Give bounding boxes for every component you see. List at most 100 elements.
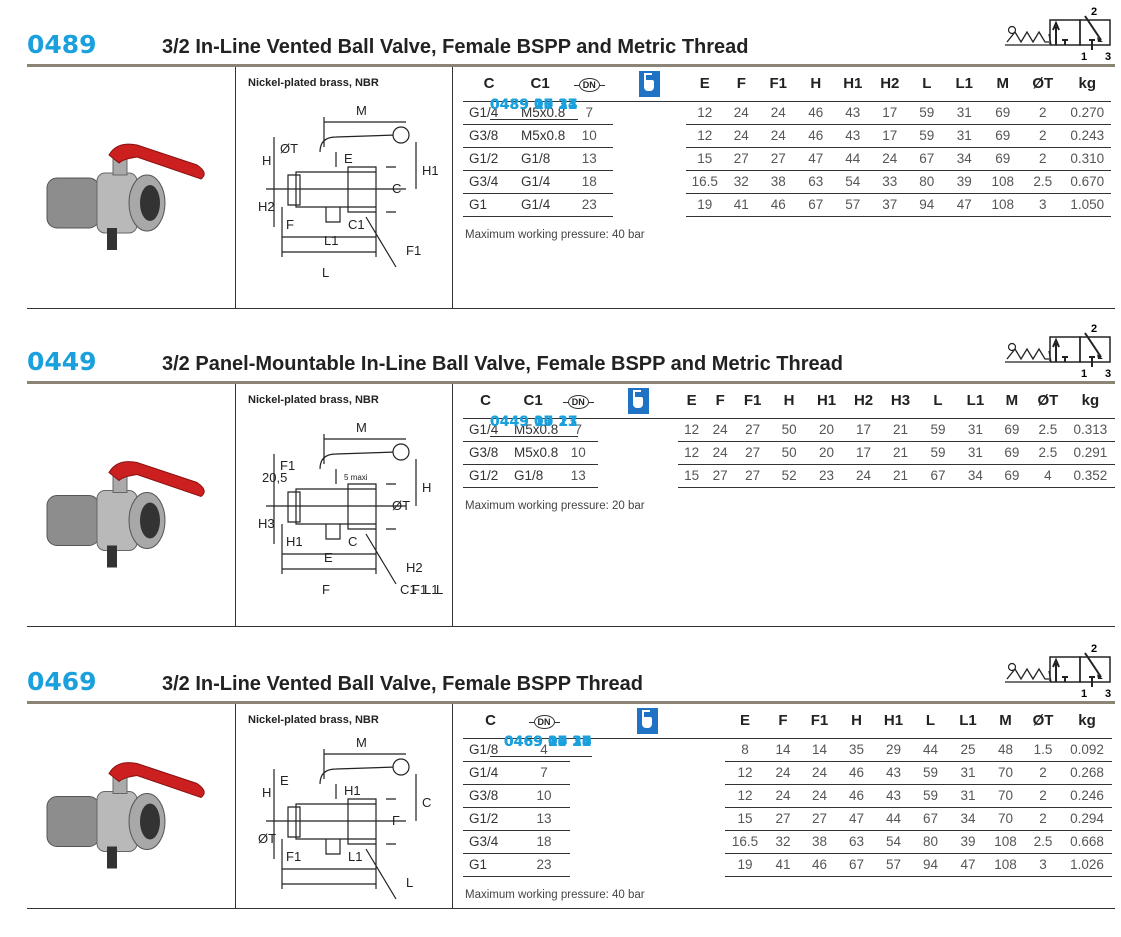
dimension-label: ØT — [280, 141, 298, 156]
column-header: F1 — [735, 384, 771, 419]
cell: 80 — [912, 830, 949, 854]
port-label: 1 — [1081, 368, 1087, 380]
cell: 7 — [558, 418, 599, 442]
cell: 12 — [678, 441, 706, 465]
cell: 13 — [558, 464, 599, 488]
cell: 10 — [518, 784, 570, 808]
cell: 44 — [834, 147, 872, 171]
cell: G1/8 — [463, 738, 518, 762]
cell: 31 — [945, 124, 984, 148]
dimension-label: H1 — [422, 163, 439, 178]
cell: 38 — [759, 170, 798, 194]
cell: 2.5 — [1029, 418, 1066, 442]
cell: 14 — [765, 738, 801, 762]
cell: 27 — [801, 807, 838, 831]
product-title: 3/2 In-Line Vented Ball Valve, Female BS… — [162, 673, 643, 695]
cell: 69 — [983, 124, 1023, 148]
cell: 16.5 — [686, 170, 724, 194]
cell: 1.5 — [1024, 738, 1062, 762]
cell: 21 — [882, 441, 919, 465]
cell: 47 — [949, 853, 987, 877]
column-header: H1 — [875, 704, 912, 739]
cell: 27 — [765, 807, 801, 831]
cell: 108 — [987, 830, 1024, 854]
column-header: C — [463, 384, 508, 419]
column-label: M — [999, 712, 1012, 730]
cell: 44 — [875, 807, 912, 831]
dimension-label: F1 — [406, 243, 421, 258]
dimension-label: C — [392, 181, 401, 196]
column-header: H — [838, 704, 875, 739]
cell: 47 — [945, 193, 984, 217]
cell: G1/4 — [463, 418, 508, 442]
column-header: L1 — [945, 67, 984, 102]
order-code[interactable]: 0469 23 34 — [490, 734, 592, 757]
cell: 2 — [1024, 761, 1062, 785]
dimension-label: E — [324, 550, 333, 565]
column-header: H1 — [834, 67, 872, 102]
cell: G1/4 — [463, 101, 515, 125]
product-section-0469: 0469 3/2 In-Line Vented Ball Valve, Femal… — [0, 637, 1121, 909]
cell: 46 — [838, 761, 875, 785]
cell: 4 — [518, 738, 570, 762]
cell: 37 — [871, 193, 909, 217]
product-code: 0449 — [27, 347, 97, 376]
cell: 47 — [838, 807, 875, 831]
cell: 25 — [949, 738, 987, 762]
cell: 63 — [797, 170, 835, 194]
product-code: 0469 — [27, 667, 97, 696]
cell: G1/4 — [515, 193, 566, 217]
column-label: L1 — [955, 75, 974, 93]
cell: G1/2 — [463, 464, 508, 488]
cell: 59 — [908, 124, 946, 148]
dimension-label: M — [356, 735, 367, 750]
cell: 43 — [834, 101, 872, 125]
cell: 59 — [912, 784, 949, 808]
port-label: 3 — [1105, 368, 1111, 380]
cell: 31 — [949, 761, 987, 785]
cell: 3 — [1024, 853, 1062, 877]
cell: 57 — [834, 193, 872, 217]
cell: M5x0.8 — [515, 101, 566, 125]
cell: 38 — [801, 830, 838, 854]
cell: 0.243 — [1063, 124, 1112, 148]
cell: 16.5 — [725, 830, 765, 854]
cell: 108 — [983, 170, 1023, 194]
cell: 70 — [987, 807, 1024, 831]
cell: 0.352 — [1065, 464, 1115, 488]
cell: 14 — [801, 738, 838, 762]
material-label: Nickel-plated brass, NBR — [248, 394, 379, 406]
column-label: C — [485, 712, 496, 730]
cell: G1/2 — [463, 147, 515, 171]
cell: 24 — [723, 101, 760, 125]
cell: 94 — [908, 193, 946, 217]
cell: 1.050 — [1063, 193, 1112, 217]
valve-image — [46, 461, 205, 568]
cell: 0.268 — [1062, 761, 1112, 785]
cell: 67 — [797, 193, 835, 217]
cell: 10 — [565, 124, 614, 148]
order-code[interactable]: 0449 13 21 — [490, 414, 578, 437]
column-header: M — [993, 384, 1030, 419]
order-code[interactable]: 0489 23 34 — [490, 97, 578, 120]
cell: 32 — [723, 170, 760, 194]
column-label: C1 — [530, 75, 550, 93]
cell: 46 — [838, 784, 875, 808]
cell: 24 — [723, 124, 760, 148]
cell: 24 — [845, 464, 883, 488]
cell: 46 — [797, 101, 835, 125]
cell: 10 — [558, 441, 599, 465]
cell: G3/4 — [463, 830, 518, 854]
cell: 3 — [1022, 193, 1064, 217]
column-header: DN — [565, 67, 614, 102]
port-label: 2 — [1091, 6, 1097, 18]
cell: 23 — [565, 193, 614, 217]
dimension-label: L — [322, 265, 329, 280]
cell: 19 — [686, 193, 724, 217]
